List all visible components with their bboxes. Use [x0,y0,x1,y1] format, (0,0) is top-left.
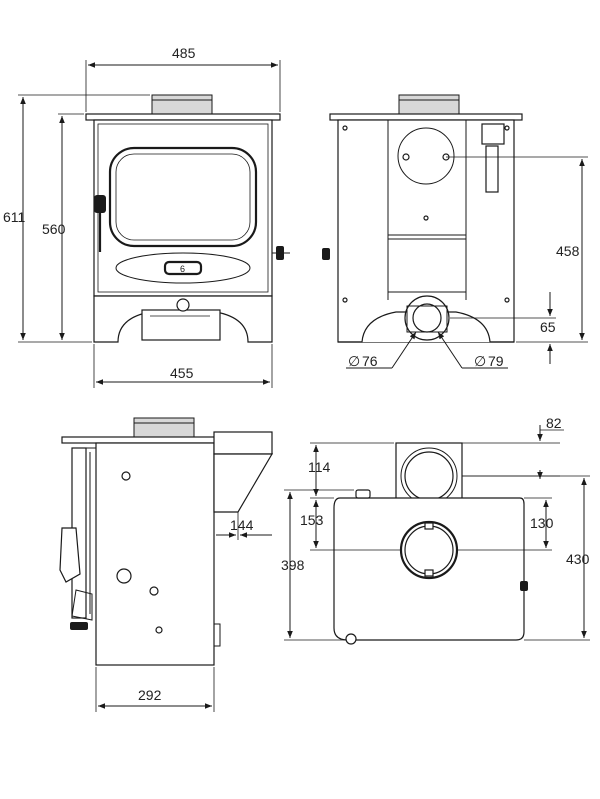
top-inlet-right-label: 130 [530,515,554,531]
top-flue-outlet [399,520,459,580]
side-flue-collar [133,417,195,439]
side-rear-flue-outlet [213,431,273,455]
side-flue-offset-label: 144 [230,517,254,533]
front-top-width-label: 485 [172,45,196,61]
top-rear-to-inlet-label: 153 [300,512,324,528]
front-body-height-label: 560 [42,221,66,237]
back-flue-height-label: 458 [556,243,580,259]
rear-bracket-stem [485,145,499,193]
air-slider [163,260,203,276]
side-door-handle [59,527,81,583]
door-handle [94,195,106,213]
back-top-plate [329,113,523,121]
door-glass [108,146,258,248]
diameter-symbol-right: ∅ [474,353,486,369]
back-diameter-right-label: 79 [488,353,504,369]
top-depth-left-label: 398 [281,557,305,573]
ash-pan [141,309,221,341]
rear-bracket [481,123,505,145]
diameter-symbol-left: ∅ [348,353,360,369]
svg-text:6: 6 [180,264,185,274]
front-view: 6 485 455 611 560 [3,45,290,388]
back-inlet-height-label: 65 [540,319,556,335]
top-depth-right-label: 430 [566,551,590,567]
back-view: 458 65 ∅ 76 ∅ 79 [322,94,588,369]
back-side-knob [322,248,330,260]
top-front-knob [345,633,357,645]
side-vent-large [116,568,132,584]
back-flue-collar [398,94,460,116]
side-view: 144 292 [59,417,274,712]
flue-collar-top [151,94,213,116]
top-side-knob [520,581,528,591]
top-rear-to-flue-label: 114 [308,459,331,475]
top-view: 82 114 153 130 398 430 [281,415,590,645]
front-total-height-label: 611 [3,209,26,225]
side-top-plate [61,436,227,444]
primary-air-knob [176,298,190,312]
side-body [95,442,215,666]
top-collar-offset-label: 82 [546,415,562,431]
front-base-width-label: 455 [170,365,194,381]
side-front-knob [70,622,88,630]
rear-flue-knockout [397,127,455,185]
back-diameter-left-label: 76 [362,353,378,369]
side-depth-label: 292 [138,687,162,703]
top-plate [85,113,281,121]
air-inlet-inner [412,303,442,333]
air-control-plate [115,252,251,284]
